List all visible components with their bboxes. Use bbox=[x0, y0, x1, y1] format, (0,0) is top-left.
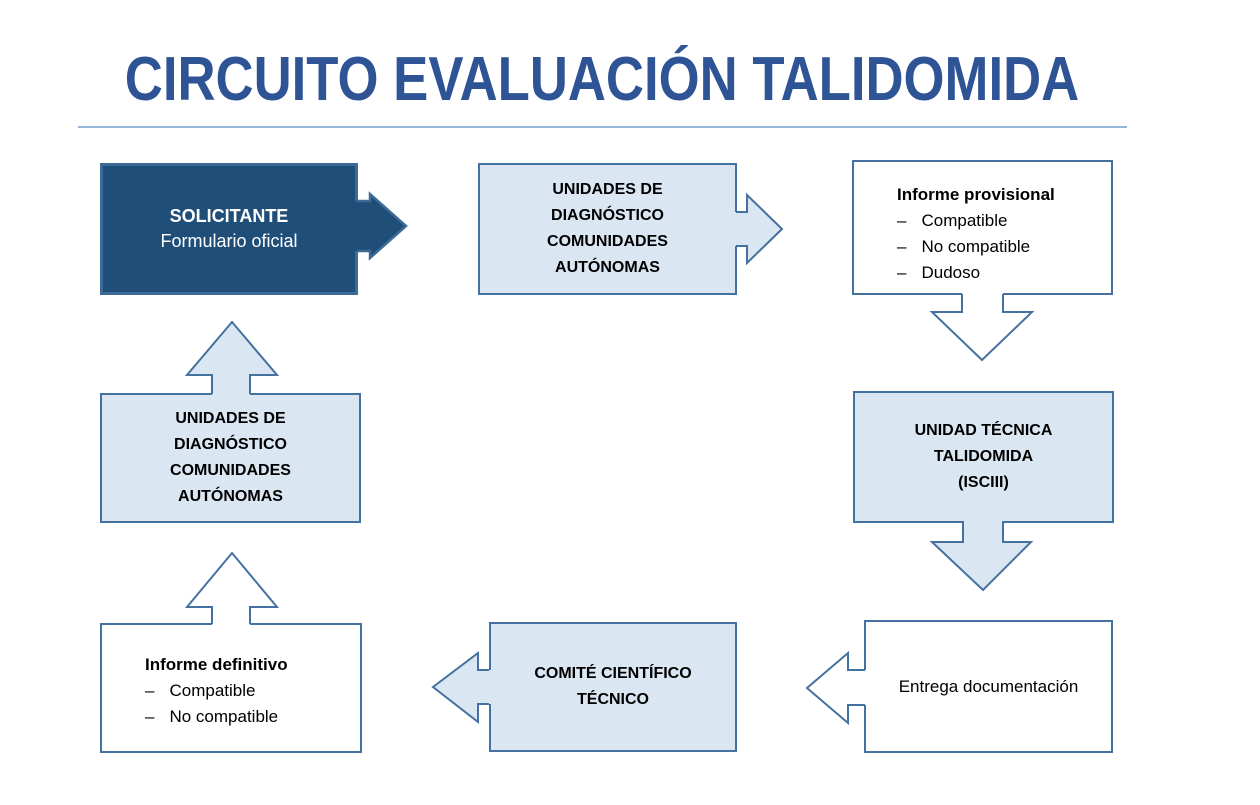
page-title: CIRCUITO EVALUACIÓN TALIDOMIDA bbox=[124, 45, 1080, 114]
dash-bullet: – bbox=[897, 211, 907, 230]
list-item-text: Compatible bbox=[169, 681, 256, 700]
list-item: – No compatible bbox=[897, 234, 1030, 260]
box-line: (ISCIII) bbox=[958, 474, 1009, 491]
list-item-text: No compatible bbox=[921, 237, 1031, 256]
box-line: AUTÓNOMAS bbox=[178, 488, 283, 505]
list-item-text: Compatible bbox=[921, 211, 1008, 230]
box-line: UNIDADES DE bbox=[175, 410, 286, 427]
node-entrega-documentacion: Entrega documentación bbox=[864, 620, 1113, 753]
list-item: – Dudoso bbox=[897, 260, 980, 286]
list-item-text: Dudoso bbox=[921, 263, 981, 282]
node-unidades-diagnostico-top: UNIDADES DE DIAGNÓSTICO COMUNIDADES AUTÓ… bbox=[478, 163, 737, 295]
box-line: UNIDAD TÉCNICA bbox=[914, 422, 1053, 439]
node-informe-provisional: Informe provisional – Compatible – No co… bbox=[852, 160, 1113, 295]
solicitante-subtitle: Formulario oficial bbox=[160, 231, 298, 251]
arrow-down-icon bbox=[929, 290, 1035, 362]
title-divider bbox=[78, 126, 1127, 128]
list-item: – Compatible bbox=[145, 678, 255, 704]
node-comite-cientifico-tecnico: COMITÉ CIENTÍFICO TÉCNICO bbox=[489, 622, 737, 752]
box-line: AUTÓNOMAS bbox=[555, 259, 660, 276]
node-solicitante: SOLICITANTE Formulario oficial bbox=[100, 163, 358, 295]
list-item: – No compatible bbox=[145, 704, 278, 730]
dash-bullet: – bbox=[897, 263, 907, 282]
solicitante-title: SOLICITANTE bbox=[169, 206, 289, 226]
box-line: COMITÉ CIENTÍFICO bbox=[534, 665, 692, 682]
arrow-down-icon bbox=[929, 518, 1034, 592]
list-item: – Compatible bbox=[897, 208, 1007, 234]
box-line: UNIDADES DE bbox=[552, 181, 663, 198]
node-unidades-diagnostico-left: UNIDADES DE DIAGNÓSTICO COMUNIDADES AUTÓ… bbox=[100, 393, 361, 523]
arrow-right-icon bbox=[352, 191, 408, 261]
box-line: COMUNIDADES bbox=[170, 462, 291, 479]
list-item-text: No compatible bbox=[169, 707, 279, 726]
arrow-right-icon bbox=[731, 192, 784, 266]
node-informe-definitivo: Informe definitivo – Compatible – No com… bbox=[100, 623, 362, 753]
arrow-up-icon bbox=[184, 320, 280, 397]
arrow-left-icon bbox=[431, 650, 493, 725]
dash-bullet: – bbox=[145, 681, 155, 700]
box-line: DIAGNÓSTICO bbox=[174, 436, 287, 453]
dash-bullet: – bbox=[145, 707, 155, 726]
list-title: Informe definitivo bbox=[145, 655, 288, 674]
box-line: DIAGNÓSTICO bbox=[551, 207, 664, 224]
arrow-left-icon bbox=[805, 650, 869, 726]
dash-bullet: – bbox=[897, 237, 907, 256]
box-line: TÉCNICO bbox=[577, 691, 649, 708]
list-title: Informe provisional bbox=[897, 185, 1055, 204]
box-line: TALIDOMIDA bbox=[933, 448, 1034, 465]
arrow-up-icon bbox=[184, 551, 280, 628]
box-line: COMUNIDADES bbox=[547, 233, 668, 250]
box-label: Entrega documentación bbox=[898, 676, 1079, 696]
